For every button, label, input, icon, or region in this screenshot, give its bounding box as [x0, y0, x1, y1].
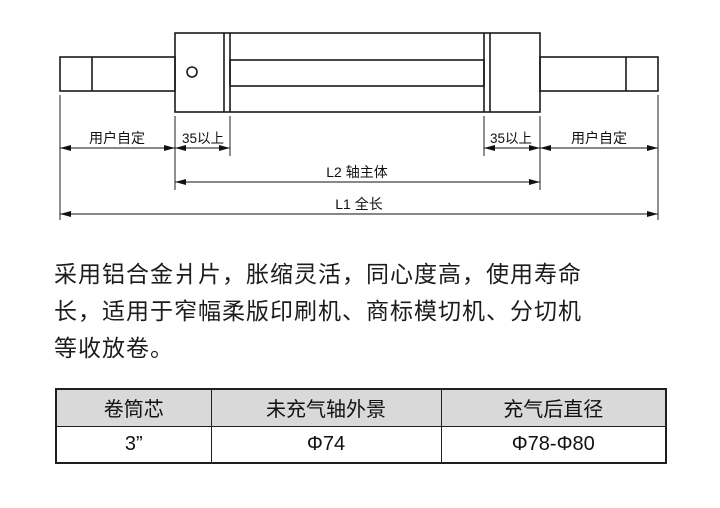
shaft-drawing-svg: 用户自定 35以上 35以上 用户自定 L2 轴主体 L1 全长 — [59, 32, 659, 220]
shaft-outline — [59, 32, 659, 113]
spec-cell-inflated-od: Φ78-Φ80 — [440, 425, 667, 464]
dim-label-l2-body: L2 轴主体 — [326, 164, 387, 180]
spec-header-inflated-od: 充气后直径 — [440, 388, 667, 427]
air-valve-hole — [186, 66, 198, 78]
description-line: 等收放卷。 — [54, 335, 174, 361]
description-line: 长，适用于窄幅柔版印刷机、商标模切机、分切机 — [54, 298, 582, 324]
left-journal — [59, 56, 176, 92]
spec-cell-roll-core: 3” — [55, 425, 212, 464]
dim-label-l1-total: L1 全长 — [335, 196, 382, 212]
spec-header-uninflated-od: 未充气轴外景 — [210, 388, 442, 427]
spec-table: 卷筒芯 未充气轴外景 充气后直径 3” Φ74 Φ78-Φ80 — [55, 388, 667, 464]
dim-label-user-defined-right: 用户自定 — [571, 130, 627, 146]
spec-cell-uninflated-od: Φ74 — [210, 425, 442, 464]
dim-label-user-defined-left: 用户自定 — [89, 130, 145, 146]
product-description: 采用铝合金爿片，胀缩灵活，同心度高，使用寿命 长，适用于窄幅柔版印刷机、商标模切… — [54, 256, 684, 367]
dimension-lines — [60, 145, 658, 217]
expanding-slat-channel — [229, 59, 485, 87]
spec-header-roll-core: 卷筒芯 — [55, 388, 212, 427]
table-row: 3” Φ74 Φ78-Φ80 — [55, 425, 667, 464]
right-journal — [539, 56, 659, 92]
dim-label-min35-left: 35以上 — [182, 131, 224, 146]
shaft-technical-drawing: 用户自定 35以上 35以上 用户自定 L2 轴主体 L1 全长 — [0, 0, 720, 240]
description-line: 采用铝合金爿片，胀缩灵活，同心度高，使用寿命 — [54, 261, 582, 287]
dim-label-min35-right: 35以上 — [490, 131, 532, 146]
spec-table-header-row: 卷筒芯 未充气轴外景 充气后直径 — [55, 388, 667, 427]
